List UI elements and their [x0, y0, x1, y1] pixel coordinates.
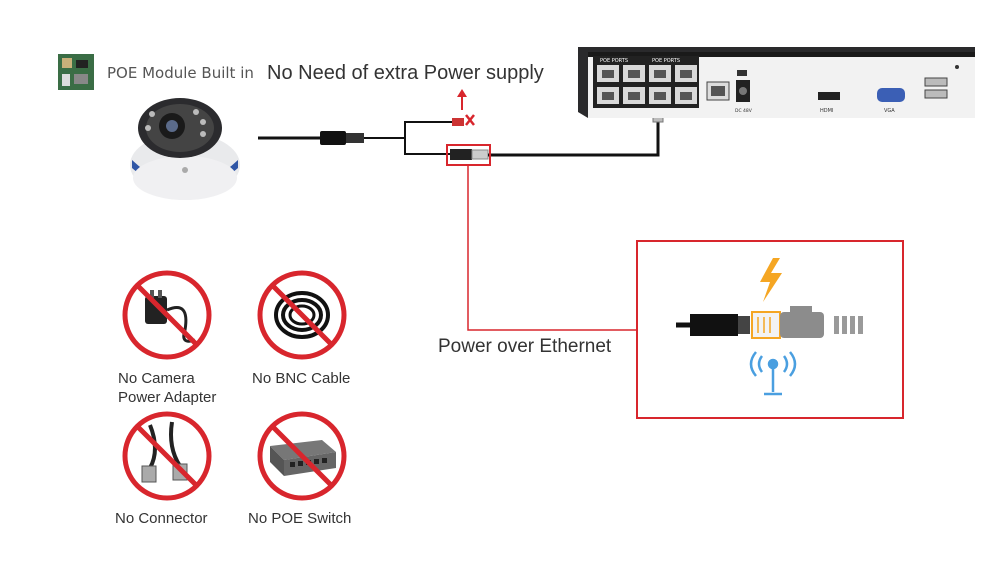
nvr-port-group-2-label: POE PORTS [652, 58, 680, 64]
no-power-adapter-sign [122, 270, 212, 360]
nvr-recorder-icon: POE PORTS POE PORTS DC 48V HDMI VGA [578, 47, 975, 118]
nvr-port-group-1-label: POE PORTS [600, 58, 628, 64]
no-bnc-cable-label: No BNC Cable [252, 370, 351, 387]
no-bnc-cable-sign [257, 270, 347, 360]
no-extra-power-text: No Need of extra Power supply [267, 62, 544, 84]
callout-leader-line [467, 165, 636, 331]
ethernet-cable [258, 107, 664, 160]
nvr-hdmi-label: HDMI [820, 108, 833, 114]
nvr-dc-label: DC 48V [735, 108, 753, 114]
poe-module-text: POE Module Built in [107, 64, 254, 82]
no-power-mark [457, 89, 475, 126]
ethernet-plug-icon [676, 306, 863, 339]
nvr-vga-label: VGA [884, 108, 895, 114]
poe-callout-label: Power over Ethernet [438, 336, 612, 357]
no-poe-switch-sign [257, 411, 347, 501]
lightning-bolt-icon [760, 258, 782, 302]
poe-module-icon [58, 54, 94, 90]
no-power-adapter-label: No Camera Power Adapter [118, 370, 217, 406]
no-connector-label: No Connector [115, 510, 208, 527]
no-connector-sign [122, 411, 212, 501]
no-poe-switch-label: No POE Switch [248, 510, 352, 527]
dome-camera-icon [130, 98, 240, 200]
wireless-antenna-icon [749, 351, 797, 396]
